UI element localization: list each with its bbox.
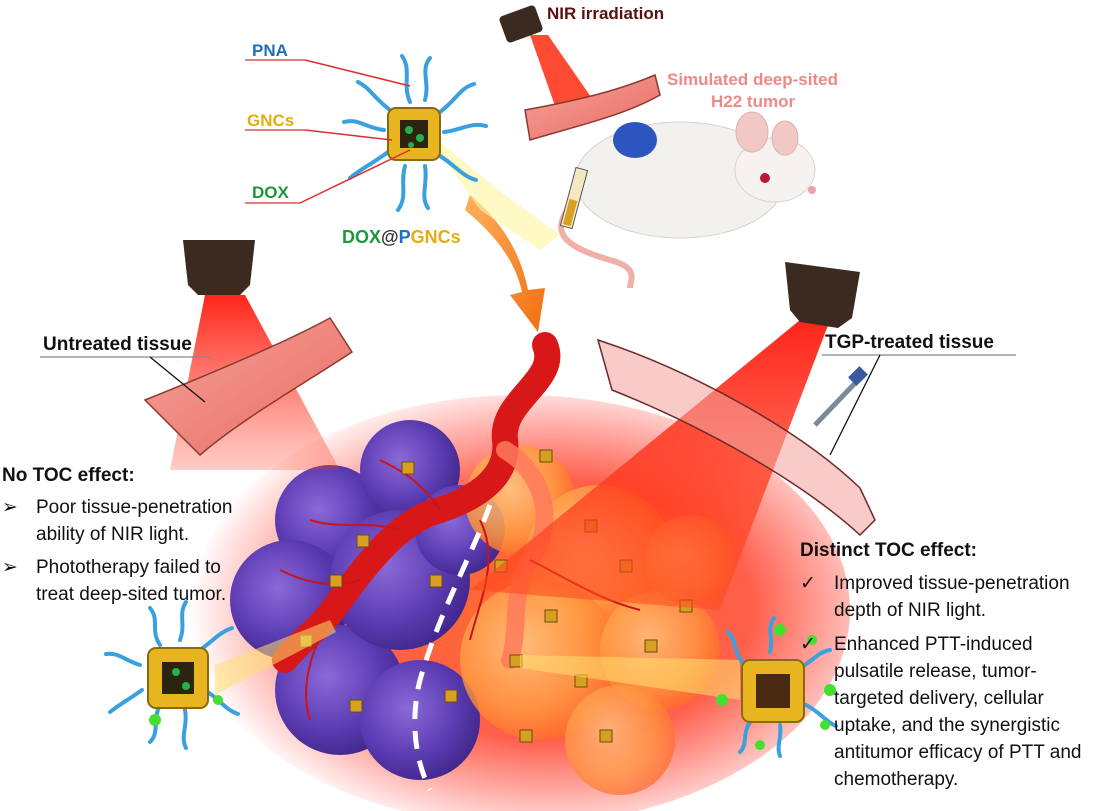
formula-dox: DOX [342,227,382,247]
right-item-2-line-5: antitumor efficacy of PTT and [834,742,1082,763]
left-item-2-line-2: treat deep-sited tumor. [36,584,227,605]
arrow-bullet-icon: ➢ [2,557,18,578]
formula-p: P [398,227,411,247]
top-laser-head [499,5,543,43]
tgp-treated-tissue-slab [596,338,876,537]
downward-flow-arrow [465,195,545,332]
formula-label: DOX@PGNCs [342,227,461,248]
label-nir-irradiation: NIR irradiation [547,4,665,23]
left-panel-heading: No TOC effect: [2,465,135,486]
right-zoom-nanoparticle [520,616,838,758]
formula-at: @ [381,227,399,247]
right-item-2-line-4: uptake, and the synergistic [834,715,1061,736]
top-nanoparticle [342,54,560,250]
tumor-divider-dashed [412,504,493,792]
right-panel-heading: Distinct TOC effect: [800,540,978,561]
right-item-1-line-1: Improved tissue-penetration [834,573,1070,594]
syringe-icon [559,166,589,230]
arrow-bullet-icon: ➢ [2,497,18,518]
mouse-illustration [558,111,816,289]
untreated-tissue-slab [143,317,354,457]
right-item-2-line-2: pulsatile release, tumor- [834,661,1037,682]
label-gncs: GNCs [247,111,295,130]
label-pna: PNA [252,41,288,60]
checkmark-icon: ✓ [800,634,816,655]
leader-lines [40,59,1016,456]
right-laser-head [785,262,860,328]
top-tissue-slab [524,73,661,141]
label-untreated-tissue: Untreated tissue [43,334,192,355]
right-item-2-line-1: Enhanced PTT-induced [834,634,1033,655]
pipette-icon [813,366,868,427]
right-item-1-line-2: depth of NIR light. [834,600,987,621]
left-zoom-nanoparticle [104,600,336,750]
formula-gncs: GNCs [410,227,461,247]
label-dox: DOX [252,183,289,202]
tumor-spot [613,122,657,158]
label-tgp-treated-tissue: TGP-treated tissue [825,332,994,353]
left-item-2-line-1: Phototherapy failed to [36,557,221,578]
checkmark-icon: ✓ [800,573,816,594]
right-laser-beam [470,320,830,610]
label-tumor-line1: Simulated deep-sited [667,70,838,89]
blood-vessel [272,332,561,673]
right-item-2-line-3: targeted delivery, cellular [834,688,1044,709]
left-laser-head [183,240,255,295]
left-item-1-line-2: ability of NIR light. [36,524,190,545]
right-item-2-line-6: chemotherapy. [834,769,959,790]
left-item-1-line-1: Poor tissue-penetration [36,497,233,518]
label-tumor-line2: H22 tumor [711,92,796,111]
